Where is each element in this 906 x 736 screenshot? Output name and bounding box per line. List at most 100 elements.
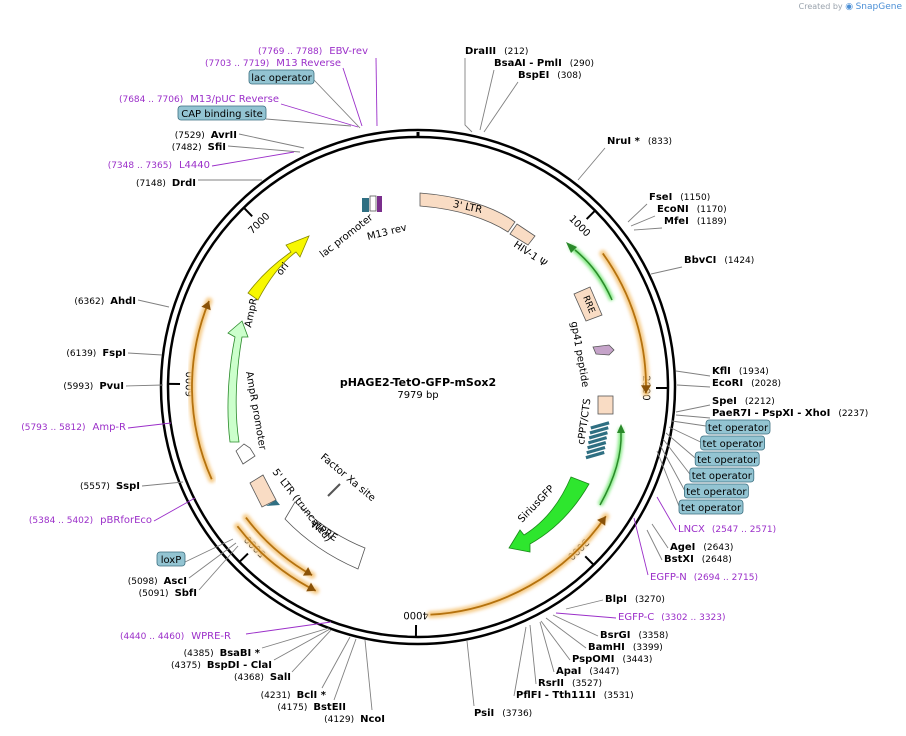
primer-label[interactable]: (7348 .. 7365)L4440 xyxy=(108,160,210,171)
leader-line xyxy=(265,118,352,127)
orf-bottom-arrowhead xyxy=(597,516,606,526)
enzyme-label[interactable]: BlpI(3270) xyxy=(605,594,665,605)
primer-label[interactable]: LNCX(2547 .. 2571) xyxy=(678,524,776,535)
enzyme-label[interactable]: PspOMI(3443) xyxy=(572,654,652,665)
enzyme-label[interactable]: FseI(1150) xyxy=(649,192,710,203)
leader-line xyxy=(539,621,555,673)
tet-operator-bars xyxy=(585,421,610,460)
primer-label[interactable]: (4440 .. 4460)WPRE-R xyxy=(120,631,231,642)
enzyme-label[interactable]: (4375)BspDI - ClaI xyxy=(171,660,272,671)
enzyme-label[interactable]: EcoNI(1170) xyxy=(657,204,727,215)
lac-operator-box[interactable]: lac operator xyxy=(248,69,315,85)
enzyme-position: (2643) xyxy=(703,543,733,553)
enzyme-label[interactable]: (4175)BstEII xyxy=(277,702,346,713)
ampr-promoter-feature[interactable] xyxy=(235,443,256,465)
enzyme-label[interactable]: (6139)FspI xyxy=(66,348,126,359)
primer-label[interactable]: (5384 .. 5402)pBRforEco xyxy=(29,515,152,526)
ltr5-feature[interactable] xyxy=(249,474,277,508)
leader-line xyxy=(675,414,711,419)
cppt-feature[interactable] xyxy=(597,395,614,415)
enzyme-label[interactable]: BamHI(3399) xyxy=(588,642,663,653)
primer-label[interactable]: EGFP-C(3302 .. 3323) xyxy=(618,612,726,623)
enzyme-label[interactable]: BsrGI(3358) xyxy=(600,630,668,641)
enzyme-label[interactable]: SpeI(2212) xyxy=(712,396,775,407)
enzyme-label[interactable]: KflI(1934) xyxy=(712,366,769,377)
enzyme-position: (2212) xyxy=(745,397,775,407)
enzyme-label[interactable]: (5993)PvuI xyxy=(63,381,124,392)
orf-left[interactable] xyxy=(191,300,213,480)
enzyme-label[interactable]: (7529)AvrII xyxy=(175,130,237,141)
enzyme-label[interactable]: PaeR7I - PspXI - XhoI(2237) xyxy=(712,408,868,419)
enzyme-label[interactable]: (5557)SspI xyxy=(80,481,140,492)
tet-operator-box[interactable]: tet operator xyxy=(684,483,749,499)
enzyme-label[interactable]: (5098)AscI xyxy=(128,576,187,587)
tet-operator-box[interactable]: tet operator xyxy=(694,451,760,467)
enzyme-label[interactable]: EcoRI(2028) xyxy=(712,378,781,389)
leader-line xyxy=(577,147,606,181)
enzyme-name: BclI * xyxy=(297,690,327,701)
lac-promoter-feature[interactable] xyxy=(369,195,377,212)
gp41-feature[interactable] xyxy=(592,344,615,356)
enzyme-name: FspI xyxy=(102,348,126,359)
feature-box xyxy=(684,483,749,499)
enzyme-label[interactable]: BsaAI - PmlI(290) xyxy=(494,58,594,69)
enzyme-position: (3443) xyxy=(622,655,652,665)
feature-box-label: tet operator xyxy=(686,487,747,498)
primer-label[interactable]: (7769 .. 7788)EBV-rev xyxy=(258,46,368,57)
leader-line xyxy=(627,203,648,223)
enzyme-label[interactable]: BstXI(2648) xyxy=(664,554,732,565)
enzyme-label[interactable]: DraIII(212) xyxy=(465,46,528,57)
primer-label[interactable]: (7684 .. 7706)M13/pUC Reverse xyxy=(119,94,279,105)
hiv-psi-feature[interactable] xyxy=(509,223,536,246)
plasmid-name: pHAGE2-TetO-GFP-mSox2 xyxy=(340,376,496,389)
enzyme-label[interactable]: ApaI(3447) xyxy=(556,666,619,677)
tet-operator-box[interactable]: tet operator xyxy=(705,419,771,435)
enzyme-label[interactable]: PflFI - Tth111I(3531) xyxy=(516,690,634,701)
primer-label[interactable]: EGFP-N(2694 .. 2715) xyxy=(650,572,758,583)
enzyme-label[interactable]: PsiI(3736) xyxy=(474,708,532,719)
enzyme-label[interactable]: (7148)DrdI xyxy=(136,178,196,189)
primer-name: WPRE-R xyxy=(191,631,231,642)
orf-right[interactable] xyxy=(602,252,647,394)
feature-box xyxy=(694,451,760,467)
enzyme-label[interactable]: (4231)BclI * xyxy=(261,690,327,701)
orf-lower-left-1[interactable] xyxy=(236,525,317,592)
enzyme-label[interactable]: RsrII(3527) xyxy=(538,678,602,689)
tet-operator-box[interactable]: tet operator xyxy=(689,467,755,483)
primer-label[interactable]: (5793 .. 5812)Amp-R xyxy=(21,422,126,433)
primer-label[interactable]: (7703 .. 7719)M13 Reverse xyxy=(205,58,341,69)
enzyme-label[interactable]: (4368)SalI xyxy=(234,672,291,683)
tet-operator-box[interactable]: tet operator xyxy=(700,435,765,451)
enzyme-label[interactable]: MfeI(1189) xyxy=(664,216,727,227)
ori-feature[interactable] xyxy=(247,235,310,301)
enzyme-position: (1934) xyxy=(739,367,769,377)
orf-bottom-glow xyxy=(426,512,610,619)
ampr-feature[interactable] xyxy=(227,320,249,443)
enzyme-label[interactable]: (7482)SfiI xyxy=(172,142,226,153)
enzyme-label[interactable]: BbvCI(1424) xyxy=(684,255,754,266)
orf-bottom[interactable] xyxy=(430,515,607,616)
enzyme-label[interactable]: (4129)NcoI xyxy=(324,714,385,725)
m13-rev-feature[interactable] xyxy=(377,196,382,212)
enzyme-label[interactable]: NruI *(833) xyxy=(607,136,672,147)
enzyme-label[interactable]: (4385)BsaBI * xyxy=(184,648,261,659)
enzyme-label[interactable]: AgeI(2643) xyxy=(670,542,733,553)
enzyme-position: (4385) xyxy=(184,649,214,659)
orf-arcs xyxy=(188,249,651,619)
loxp-box[interactable]: loxP xyxy=(156,551,186,567)
backbone-inner xyxy=(166,135,670,639)
enzyme-label[interactable]: BspEI(308) xyxy=(518,70,582,81)
primer-name: EGFP-N xyxy=(650,572,687,583)
siriusgfp-feature[interactable] xyxy=(508,476,590,553)
wpre-feature[interactable] xyxy=(284,501,366,570)
enzyme-label[interactable]: (5091)SbfI xyxy=(139,588,197,599)
ltr3-feature[interactable] xyxy=(419,192,516,233)
tet-operator-bar xyxy=(586,445,606,455)
cap-binding-site-box[interactable]: CAP binding site xyxy=(177,105,267,121)
feature-box-label: loxP xyxy=(161,555,182,566)
enzyme-label[interactable]: (6362)AhdI xyxy=(74,296,136,307)
enzyme-name: DraIII xyxy=(465,46,496,57)
tet-operator-box[interactable]: tet operator xyxy=(678,499,744,515)
lac-operator-feature[interactable] xyxy=(362,198,369,212)
rre-feature[interactable] xyxy=(573,286,603,322)
